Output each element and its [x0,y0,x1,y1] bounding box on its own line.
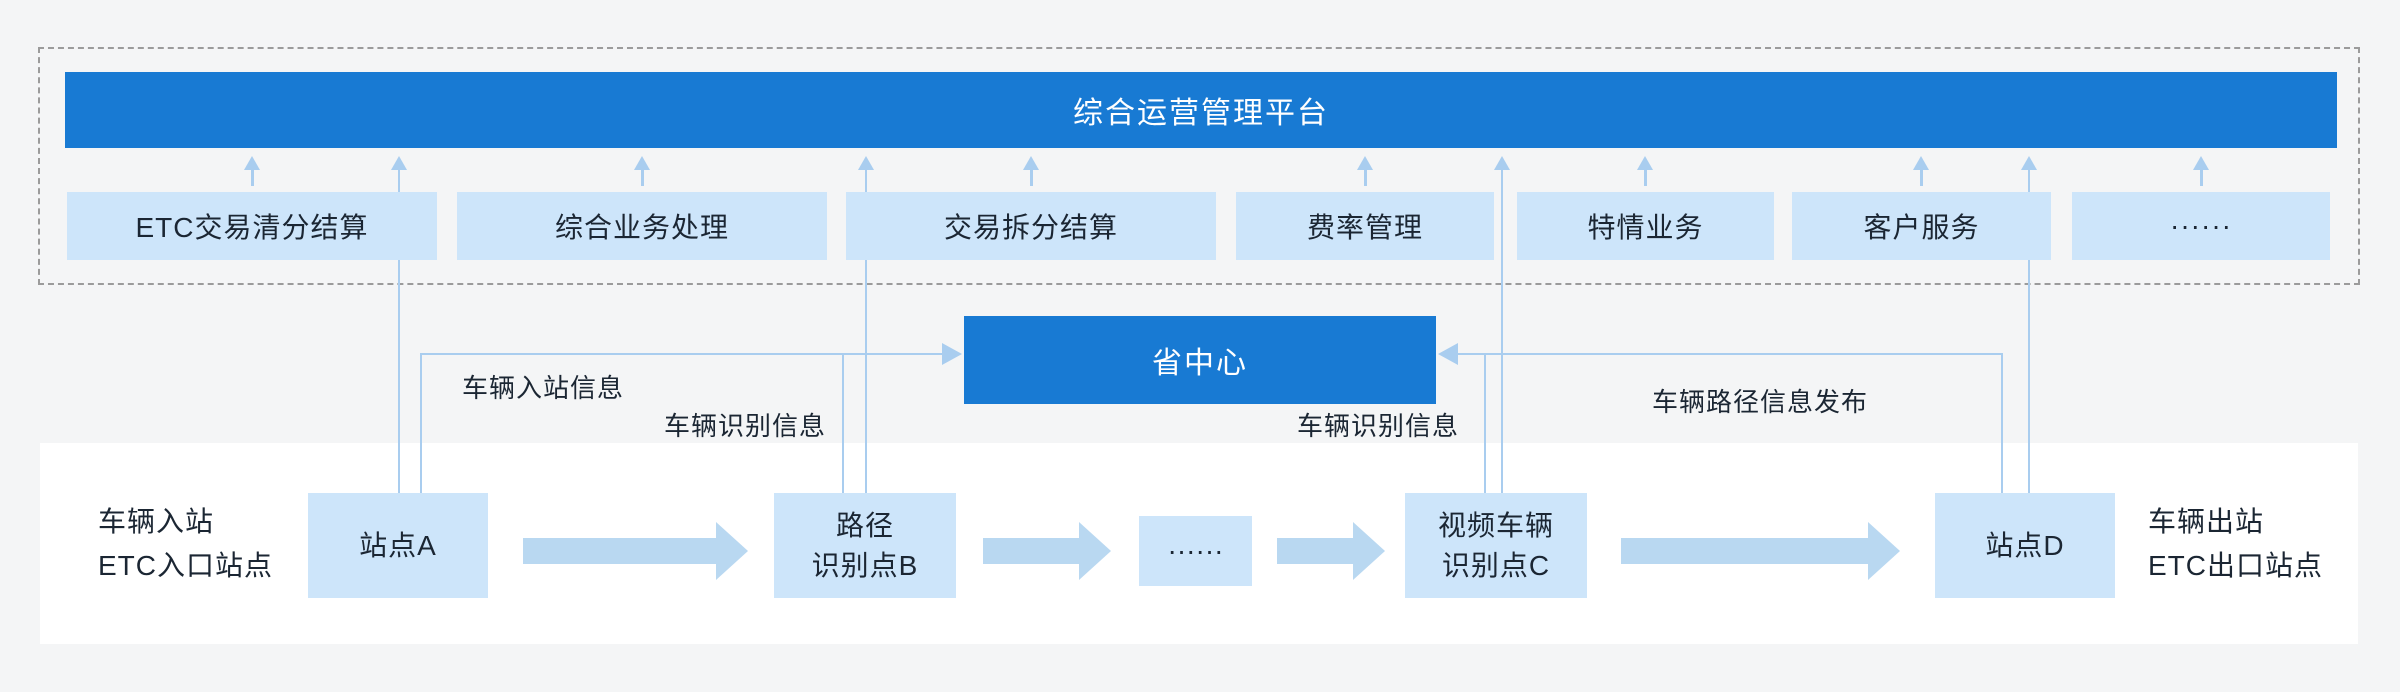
flow-arrow-body [1621,538,1868,564]
platform-dashed-frame [38,47,2360,285]
flow-arrow-ellipsis-to-c-icon [1277,522,1385,580]
module-label: 特情业务 [1587,212,1704,243]
station-label: 站点D [1985,529,2065,561]
station-label: 识别点C [1441,549,1551,581]
module-label: ETC交易清分结算 [135,212,369,243]
flow-arrow-head [1353,522,1385,580]
up-arrow-stem [2199,170,2203,186]
label-vehicle-recognition-left: 车辆识别信息 [664,411,827,441]
connector-point-b-up [842,353,844,493]
module-box-split-settlement: 交易拆分结算 [846,192,1216,260]
up-arrow-stem [640,170,644,186]
module-box-special-business: 特情业务 [1517,192,1774,260]
up-arrow-icon [1494,156,1510,170]
flow-arrow-head [1868,522,1900,580]
up-arrow-icon [634,156,650,170]
province-center-box: 省中心 [964,316,1436,404]
station-label: 路径 [835,509,894,541]
platform-title: 综合运营管理平台 [1073,97,1329,130]
up-arrow-stem [1363,170,1367,186]
station-label: ······ [1167,535,1224,566]
exit-side-label-line2: ETC出口站点 [2148,550,2324,581]
up-arrow-icon [2193,156,2209,170]
label-vehicle-recognition-right: 车辆识别信息 [1297,411,1460,441]
station-box-a: 站点A [308,493,488,598]
platform-title-bar: 综合运营管理平台 [65,72,2337,148]
module-label: 综合业务处理 [554,212,729,243]
province-center-label: 省中心 [1152,347,1248,380]
up-arrow-icon [1637,156,1653,170]
up-arrow-stem [1029,170,1033,186]
connector-station-d-up [2001,353,2003,493]
station-box-ellipsis: ······ [1139,516,1252,586]
station-label: 视频车辆 [1437,509,1554,541]
module-box-more: ······ [2072,192,2330,260]
station-box-d: 站点D [1935,493,2115,598]
station-box-video-point-c: 视频车辆 识别点C [1405,493,1587,598]
entry-side-label-line2: ETC入口站点 [98,550,274,581]
riser-point-b-to-platform [865,170,867,493]
up-arrow-icon [858,156,874,170]
arrow-into-province-left-icon [942,343,962,365]
flow-arrow-body [1277,538,1353,564]
up-arrow-icon [1913,156,1929,170]
module-box-rate-management: 费率管理 [1236,192,1494,260]
exit-side-label-line1: 车辆出站 [2148,506,2265,537]
module-box-business-process: 综合业务处理 [457,192,827,260]
up-arrow-icon [1023,156,1039,170]
connector-left-horizontal [420,353,944,355]
up-arrow-icon [1357,156,1373,170]
flow-arrow-body [983,538,1079,564]
exit-side-label: 车辆出站 ETC出口站点 [2148,500,2323,588]
up-arrow-icon [391,156,407,170]
up-arrow-stem [1643,170,1647,186]
flow-arrow-b-to-ellipsis-icon [983,522,1111,580]
connector-station-a-up [420,353,422,493]
connector-right-horizontal [1456,353,2003,355]
up-arrow-icon [2021,156,2037,170]
station-label: 站点A [359,529,437,561]
riser-station-d-to-platform [2028,170,2030,493]
station-box-path-point-b: 路径 识别点B [774,493,956,598]
module-label: 客户服务 [1863,212,1980,243]
entry-side-label-line1: 车辆入站 [98,506,215,537]
label-vehicle-entry-info: 车辆入站信息 [462,373,625,403]
module-label: 费率管理 [1306,212,1423,243]
module-label: 交易拆分结算 [943,212,1118,243]
module-box-customer-service: 客户服务 [1792,192,2051,260]
connector-point-c-up [1484,353,1486,493]
label-vehicle-route-publish: 车辆路径信息发布 [1652,387,1869,417]
station-label: 识别点B [811,549,919,581]
flow-arrow-head [716,522,748,580]
module-box-etc-clearing: ETC交易清分结算 [67,192,437,260]
flow-arrow-a-to-b-icon [523,522,748,580]
riser-point-c-to-platform [1501,170,1503,493]
entry-side-label: 车辆入站 ETC入口站点 [98,500,273,588]
up-arrow-stem [250,170,254,186]
riser-station-a-to-platform [398,170,400,493]
up-arrow-icon [244,156,260,170]
flow-arrow-head [1079,522,1111,580]
module-label: ······ [2170,210,2232,241]
up-arrow-stem [1919,170,1923,186]
flow-arrow-c-to-d-icon [1621,522,1900,580]
flow-arrow-body [523,538,716,564]
arrow-into-province-right-icon [1438,343,1458,365]
